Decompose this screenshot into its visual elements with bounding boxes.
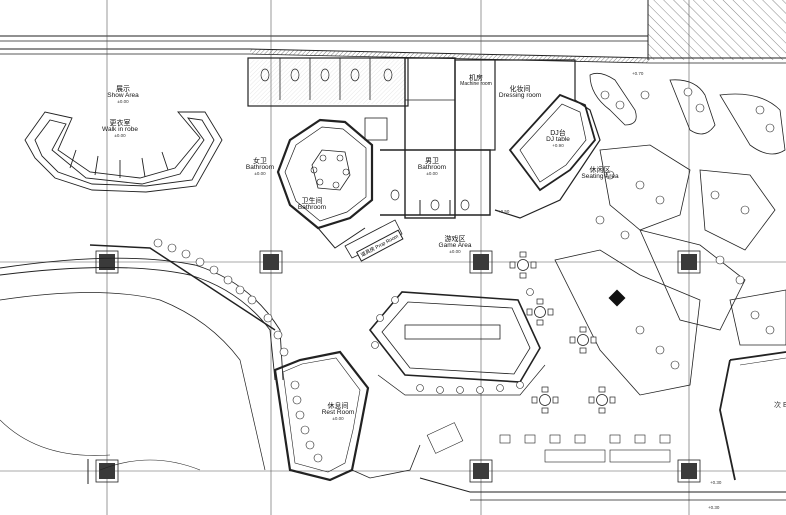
walk-in-robe-unit bbox=[24, 111, 223, 193]
label-game-area: 游戏区 Game Area ±0.00 bbox=[438, 236, 472, 255]
label-walk-in-robe: 更衣室 Walk in robe ±0.00 bbox=[102, 120, 138, 139]
seating-pods bbox=[554, 72, 786, 396]
exterior-hatch bbox=[648, 0, 786, 60]
label-bathroom-toilet: 卫生间 Bathroom bbox=[297, 198, 327, 212]
label-rest-room: 休息间 Rest Room ±0.00 bbox=[321, 403, 355, 422]
east-wall bbox=[729, 351, 786, 361]
label-seating-area: 休闲区 Seating Area bbox=[581, 167, 619, 181]
columns bbox=[95, 250, 701, 483]
rest-room-dots bbox=[290, 380, 323, 463]
cut-text: 次 E bbox=[774, 402, 786, 409]
label-bathroom-female: 女卫 Bathroom ±0.00 bbox=[245, 158, 275, 177]
rest-room-walls bbox=[273, 350, 421, 482]
seat-dots bbox=[595, 87, 775, 370]
facade-dots bbox=[153, 238, 289, 357]
central-bar bbox=[368, 291, 546, 396]
service-block bbox=[247, 57, 496, 219]
lower-benches bbox=[426, 422, 671, 463]
level-mark-d: +0.30 bbox=[708, 505, 720, 510]
label-dressing-room: 化妆间 Dressing room bbox=[498, 86, 542, 100]
curved-facade bbox=[0, 244, 284, 471]
bar-stools bbox=[371, 288, 534, 394]
label-machine-room: 机房 Machine room bbox=[460, 75, 492, 88]
label-show-area: 展示 Show Area ±0.00 bbox=[107, 86, 139, 105]
prop-room bbox=[344, 219, 403, 259]
label-bathroom-male: 男卫 Bathroom ±0.00 bbox=[417, 158, 447, 177]
level-mark-b: +0.50 bbox=[498, 209, 510, 214]
level-mark-c: +0.30 bbox=[710, 480, 722, 485]
female-bathroom bbox=[276, 118, 374, 249]
dj-zone bbox=[494, 59, 601, 219]
label-dj-table: DJ台 DJ table +0.90 bbox=[546, 130, 570, 149]
south-wall bbox=[419, 477, 786, 493]
game-area-tables bbox=[509, 251, 616, 414]
level-mark-a: +0.70 bbox=[632, 71, 644, 76]
